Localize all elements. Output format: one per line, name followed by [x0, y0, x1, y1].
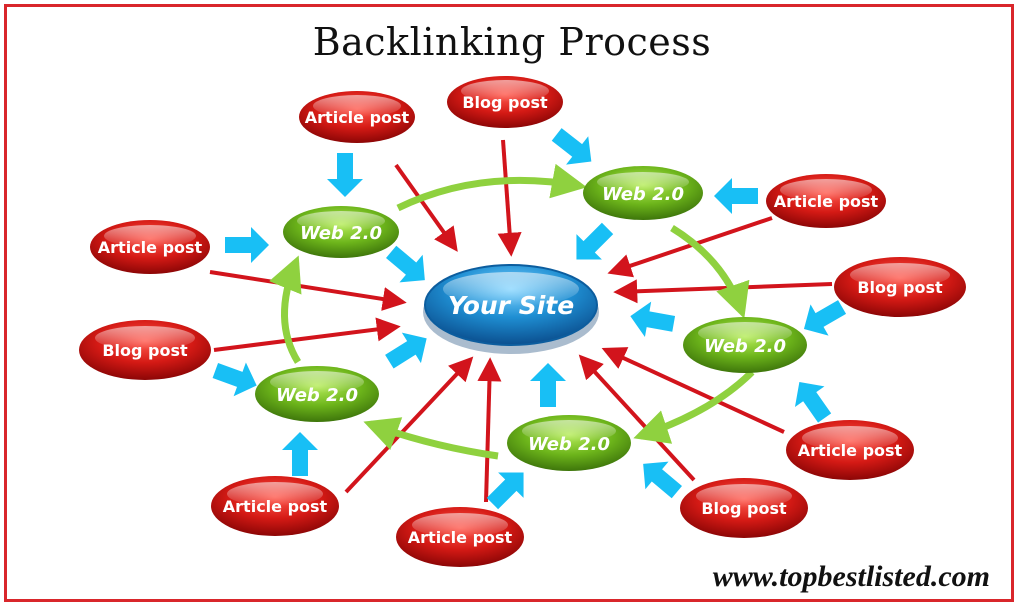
red-node-blog-top: Blog post — [447, 76, 563, 128]
red-node-label: Blog post — [857, 278, 943, 297]
red-node-blog-right: Blog post — [834, 257, 966, 317]
web2-node-1: Web 2.0 — [283, 206, 399, 258]
web2-nodes: Web 2.0 Web 2.0 Web 2.0 Web 2.0 Web 2.0 — [255, 166, 807, 471]
web2-node-4: Web 2.0 — [507, 415, 631, 471]
green-arrow — [396, 163, 587, 212]
website-url: www.topbestlisted.com — [712, 560, 990, 593]
cyan-arrow — [714, 178, 758, 214]
red-nodes: Article post Blog post Article post Arti… — [79, 76, 966, 567]
red-node-article-lower-right: Article post — [786, 420, 914, 480]
web2-node-5: Web 2.0 — [255, 366, 379, 422]
red-node-label: Article post — [98, 238, 203, 257]
red-node-label: Blog post — [701, 499, 787, 518]
red-node-label: Blog post — [102, 341, 188, 360]
red-node-label: Article post — [408, 528, 513, 547]
red-arrow — [601, 347, 785, 434]
web2-node-3: Web 2.0 — [683, 317, 807, 373]
cyan-arrow — [803, 300, 847, 336]
red-node-label: Article post — [305, 108, 410, 127]
diagram-title: Backlinking Process — [312, 20, 712, 64]
web2-node-2: Web 2.0 — [583, 166, 703, 220]
red-arrow — [213, 317, 401, 352]
green-arrow — [670, 225, 750, 319]
red-arrow — [394, 163, 458, 252]
cyan-arrow — [225, 227, 269, 263]
red-node-label: Article post — [774, 192, 879, 211]
green-arrow — [269, 255, 302, 364]
red-node-article-bottom: Article post — [396, 507, 524, 567]
web2-node-label: Web 2.0 — [528, 434, 610, 455]
red-node-article-bottom-left: Article post — [211, 476, 339, 536]
cyan-arrow — [576, 222, 614, 260]
cyan-arrow — [386, 245, 425, 283]
cyan-arrow — [794, 381, 832, 423]
red-node-label: Article post — [223, 497, 328, 516]
red-node-article-right: Article post — [766, 174, 886, 228]
red-node-article-top: Article post — [299, 91, 415, 143]
cyan-arrow — [385, 332, 427, 369]
web2-node-label: Web 2.0 — [300, 223, 382, 244]
red-arrow — [344, 356, 474, 494]
red-node-label: Article post — [798, 441, 903, 460]
your-site-label: Your Site — [448, 291, 574, 320]
green-arrow — [363, 417, 499, 460]
cyan-arrow — [327, 153, 363, 197]
red-node-blog-left: Blog post — [79, 320, 211, 380]
red-arrow — [477, 357, 502, 503]
red-node-label: Blog post — [462, 93, 548, 112]
cyan-arrow — [551, 128, 592, 165]
cyan-arrow — [486, 472, 524, 510]
red-arrow — [613, 279, 833, 304]
green-arrow — [633, 369, 755, 444]
red-arrow — [497, 139, 522, 257]
cyan-arrows — [212, 128, 847, 510]
cyan-arrow — [643, 461, 682, 499]
cyan-arrow — [212, 362, 257, 397]
web2-node-label: Web 2.0 — [602, 184, 684, 205]
cyan-arrow — [630, 301, 676, 338]
web2-node-label: Web 2.0 — [704, 336, 786, 357]
red-arrow — [209, 270, 407, 311]
red-node-blog-bottom: Blog post — [680, 478, 808, 538]
cyan-arrow — [282, 432, 318, 476]
red-node-article-left: Article post — [90, 220, 210, 274]
cyan-arrow — [530, 363, 566, 407]
web2-node-label: Web 2.0 — [276, 385, 358, 406]
green-arrows — [269, 163, 755, 460]
your-site-node: Your Site — [423, 264, 599, 354]
